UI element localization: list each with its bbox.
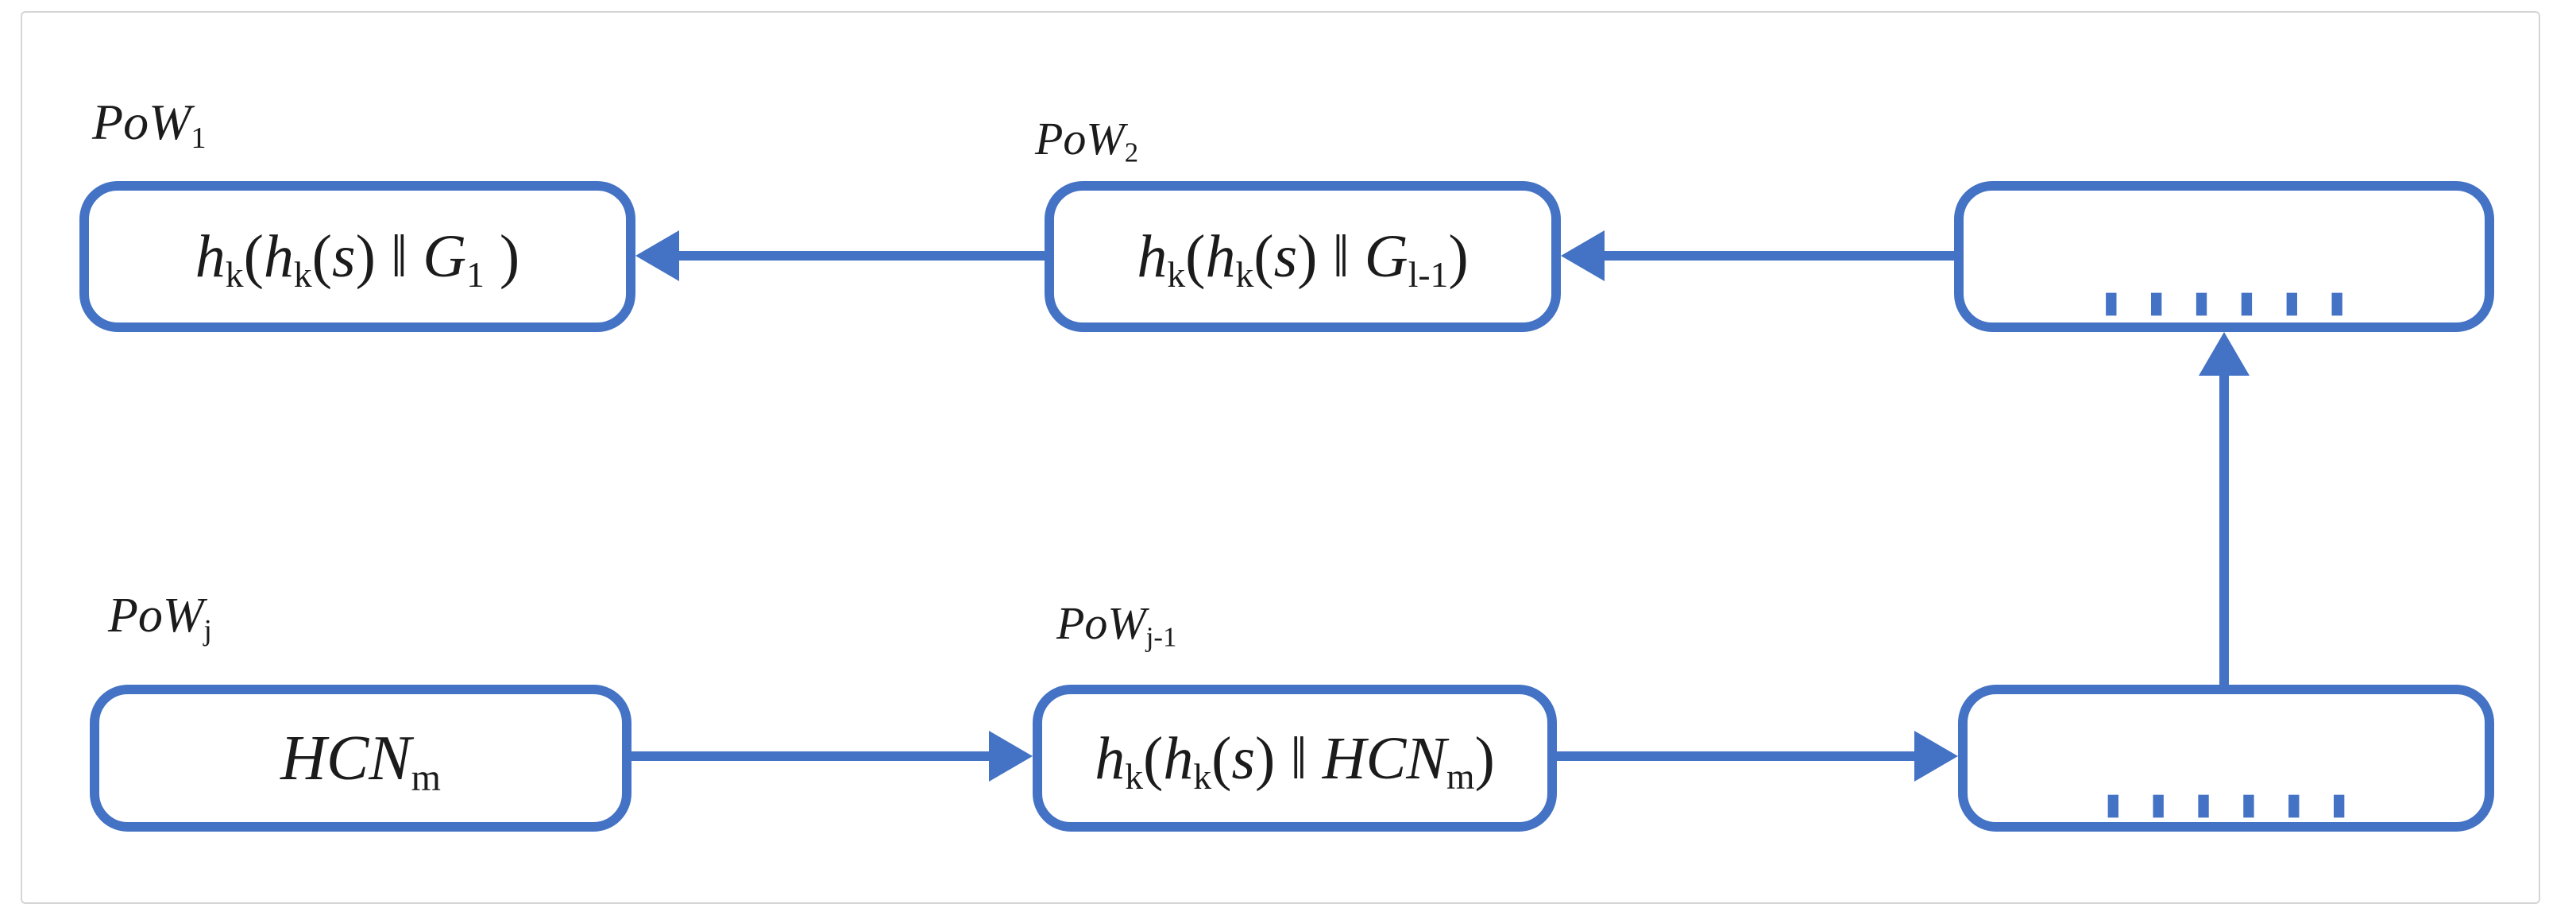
- node-powj1: hk(hk(s) ‖ HCNm): [1033, 685, 1557, 832]
- arrow-line: [631, 751, 991, 761]
- node-pow2: hk(hk(s) ‖ Gl-1): [1045, 181, 1561, 332]
- arrow-line: [1557, 751, 1916, 761]
- node-pow1-label: PoW1: [92, 94, 207, 155]
- arrowhead-left-icon: [1561, 230, 1605, 281]
- node-ellipsis-top: ......: [1954, 181, 2494, 345]
- node-pow2-formula: hk(hk(s) ‖ Gl-1): [1137, 223, 1469, 295]
- node-powj1-formula: hk(hk(s) ‖ HCNm): [1095, 724, 1495, 797]
- arrowhead-left-icon: [635, 230, 679, 281]
- ellipsis-bottom-dots: ......: [2101, 704, 2373, 846]
- arrow-line: [2219, 373, 2229, 685]
- arrowhead-right-icon: [1914, 731, 1958, 782]
- node-pow1-formula: hk(hk(s) ‖ G1 ): [195, 223, 520, 295]
- node-powj: HCNm: [90, 685, 631, 832]
- arrowhead-up-icon: [2199, 332, 2250, 376]
- arrowhead-right-icon: [989, 731, 1033, 782]
- node-pow2-label: PoW2: [1035, 113, 1139, 168]
- arrow-line: [1600, 251, 1954, 261]
- node-powj-label: PoWj: [108, 589, 212, 647]
- ellipsis-top-dots: ......: [2099, 203, 2371, 345]
- node-powj-formula: HCNm: [280, 723, 441, 798]
- arrow-line: [674, 251, 1045, 261]
- node-ellipsis-bottom: ......: [1958, 685, 2494, 836]
- node-powj1-label: PoWj-1: [1056, 597, 1177, 653]
- node-pow1: hk(hk(s) ‖ G1 ): [79, 181, 635, 332]
